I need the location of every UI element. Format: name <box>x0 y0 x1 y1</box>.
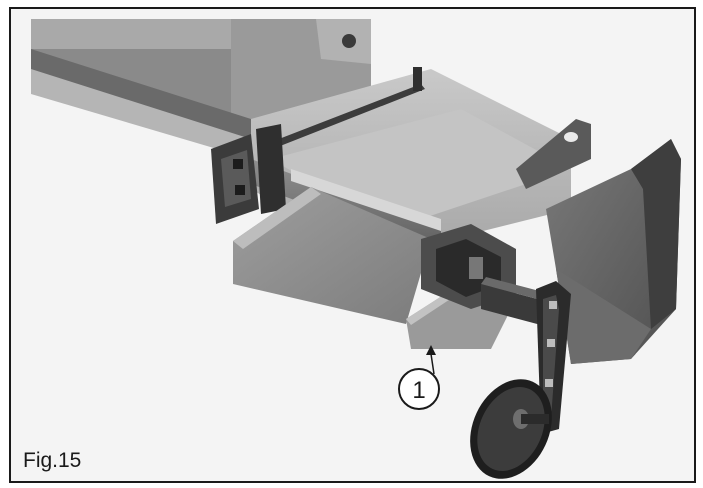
left-bracket <box>211 124 286 224</box>
rear-housing <box>31 19 371 159</box>
coulter-disc <box>470 379 552 479</box>
side-shield <box>546 139 681 364</box>
figure-frame: 1 Fig.15 <box>9 7 696 483</box>
upper-tab <box>516 119 591 189</box>
machine-illustration: 1 <box>11 9 694 481</box>
callout-label: 1 <box>412 377 425 404</box>
center-mechanism <box>421 224 556 329</box>
left-flap <box>233 187 431 324</box>
callout-1: 1 <box>398 345 440 410</box>
figure-caption: Fig.15 <box>23 449 82 472</box>
